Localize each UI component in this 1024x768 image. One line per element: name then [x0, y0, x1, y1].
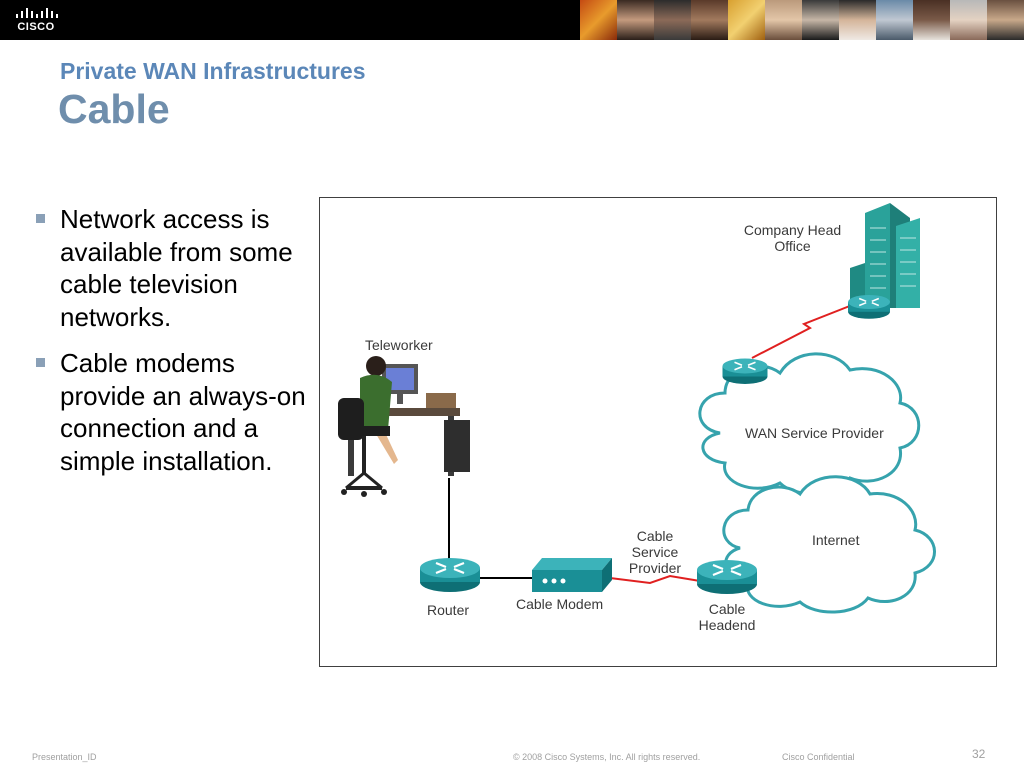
head-office-router-icon [847, 294, 891, 320]
company-head-office-building [850, 203, 920, 308]
header-photo [987, 0, 1024, 40]
footer-confidential: Cisco Confidential [782, 752, 855, 762]
footer-copyright: © 2008 Cisco Systems, Inc. All rights re… [513, 752, 701, 762]
header-photo [876, 0, 913, 40]
label-cable-modem: Cable Modem [516, 596, 604, 612]
page-number: 32 [972, 747, 986, 761]
header-photo-strip [580, 0, 1024, 40]
footer-presentation-id: Presentation_ID [32, 752, 97, 762]
cisco-logo: CISCO [12, 6, 60, 34]
label-cable-service-provider: Cable Service Provider [628, 528, 682, 576]
header-photo [802, 0, 839, 40]
header-photo [728, 0, 765, 40]
bullet-item: Network access is available from some ca… [34, 203, 314, 333]
header-photo [691, 0, 728, 40]
label-company-head-office: Company Head Office [743, 222, 842, 254]
internet-cloud [722, 475, 936, 614]
bullet-text: Network access is available from some ca… [60, 204, 293, 332]
slide-subtitle: Private WAN Infrastructures [60, 58, 366, 84]
bullet-text: Cable modems provide an always-on connec… [60, 348, 306, 476]
wan-edge-router-icon [721, 357, 769, 385]
label-internet: Internet [812, 532, 860, 548]
teleworker-workstation-icon [338, 356, 470, 497]
slide-title: Cable [58, 86, 170, 132]
header-photo [950, 0, 987, 40]
bullet-list: Network access is available from some ca… [34, 203, 314, 491]
header-photo [580, 0, 617, 40]
teleworker-router-icon [418, 556, 482, 594]
header-photo [654, 0, 691, 40]
label-cable-headend: Cable Headend [698, 601, 756, 633]
square-bullet-icon [36, 358, 45, 367]
square-bullet-icon [36, 214, 45, 223]
header-photo [839, 0, 876, 40]
cisco-bars-icon [16, 8, 58, 18]
network-diagram-graphic [338, 203, 936, 614]
cable-modem-icon [532, 558, 612, 592]
header-photo [765, 0, 802, 40]
header-photo [617, 0, 654, 40]
modem-to-headend-link [609, 574, 701, 585]
label-teleworker: Teleworker [365, 337, 433, 353]
network-diagram: Company Head Office Teleworker WAN Servi… [319, 197, 997, 667]
label-wan-service-provider: WAN Service Provider [745, 425, 884, 441]
cable-headend-router-icon [695, 558, 759, 596]
cisco-wordmark: CISCO [17, 21, 55, 33]
wan-serial-link [751, 299, 866, 359]
label-router: Router [427, 602, 470, 618]
bullet-item: Cable modems provide an always-on connec… [34, 347, 314, 477]
header-photo [913, 0, 950, 40]
header-bar: CISCO [0, 0, 1024, 40]
